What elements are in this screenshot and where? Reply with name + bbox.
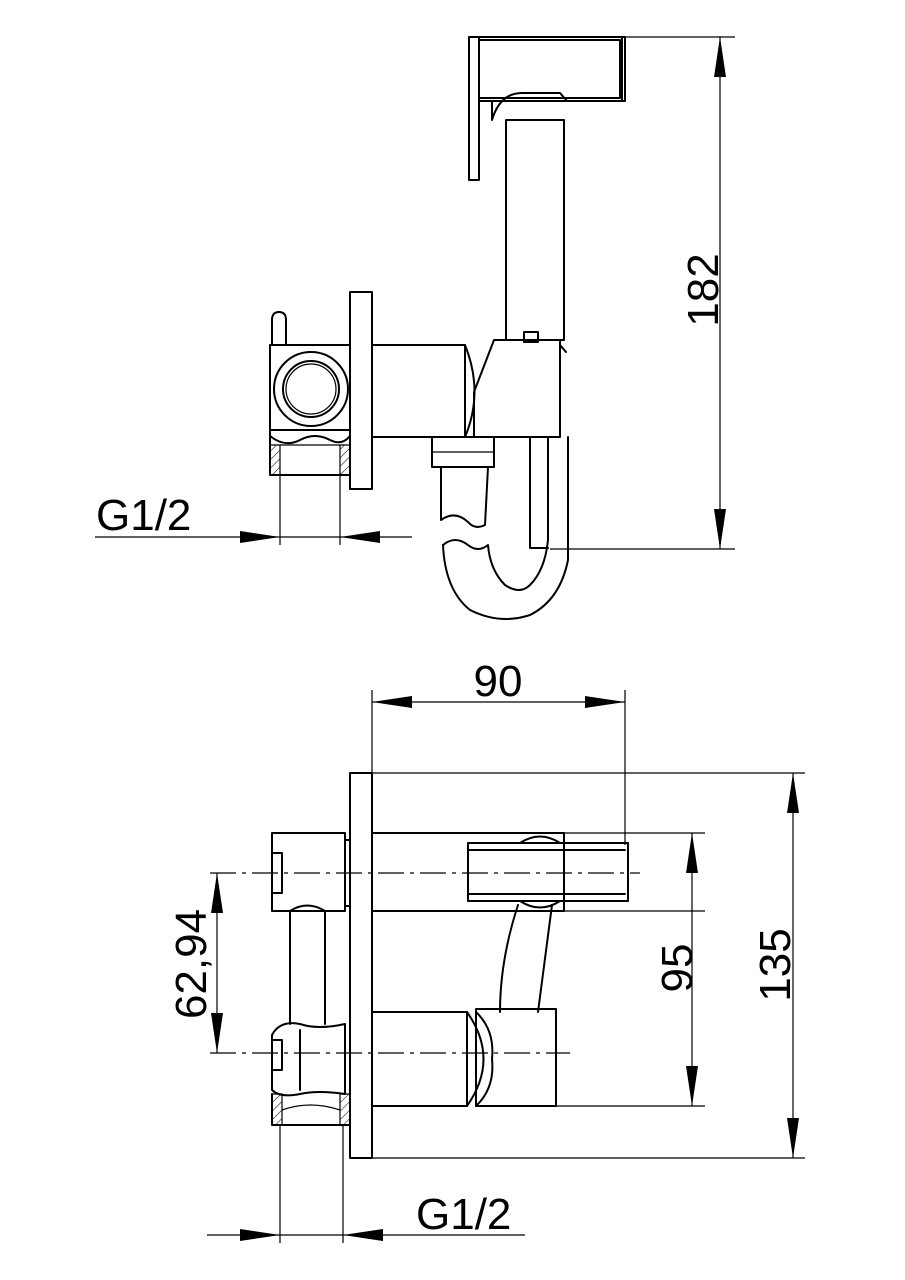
dimension-90-label: 90 — [474, 657, 523, 706]
arrow-down — [714, 509, 726, 549]
center-lines — [210, 872, 640, 1054]
shower-head — [468, 36, 626, 181]
thread-label-side: G1/2 — [96, 491, 191, 540]
shower-holder — [473, 339, 567, 438]
valve-front — [371, 1008, 557, 1107]
arrow-up — [714, 37, 726, 77]
hose-front — [499, 904, 553, 1013]
dimension-90: 90 — [371, 657, 626, 845]
front-view: 90 — [167, 657, 805, 1243]
dimension-95: 95 — [556, 833, 705, 1107]
connector-front — [271, 832, 351, 1126]
hose — [431, 436, 569, 620]
dimension-62-94-label: 62,94 — [167, 909, 216, 1019]
side-view: 182 G1/2 — [95, 36, 735, 620]
wall-flange — [349, 291, 476, 490]
wall-plate-front — [349, 772, 805, 1159]
dimension-135: 135 — [751, 773, 800, 1158]
holder-bar-front — [371, 832, 705, 912]
dimension-62-94: 62,94 — [167, 873, 223, 1053]
shower-handle — [491, 92, 568, 343]
dimension-135-label: 135 — [751, 928, 800, 1001]
dimension-182-label: 182 — [679, 253, 728, 326]
thread-label-front: G1/2 — [416, 1190, 511, 1239]
dimension-thread-side: G1/2 — [95, 475, 412, 545]
dimension-95-label: 95 — [653, 944, 702, 993]
valve-body — [269, 311, 351, 476]
dimension-thread-front: G1/2 — [207, 1125, 525, 1243]
dimension-182: 182 — [550, 36, 735, 550]
